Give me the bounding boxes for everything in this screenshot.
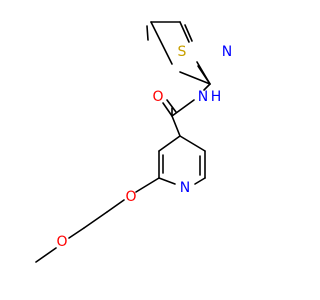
methoxyethoxy-chain (35, 177, 160, 263)
structure-canvas: O N H S N N O O (35, 21, 232, 263)
atom-label-amide-nitrogen: N (198, 89, 208, 105)
atom-label-amide-hydrogen: H (211, 89, 222, 105)
bond (184, 24, 193, 42)
atom-label-pyridine-nitrogen: N (180, 180, 190, 196)
atom-label-methoxy-oxygen: O (56, 234, 67, 250)
bond (194, 177, 206, 185)
pyridine-ring (158, 135, 206, 185)
bond (179, 71, 211, 85)
bond (106, 199, 125, 213)
atom-label-thiazole-sulfur: S (178, 44, 187, 60)
amide-group (162, 83, 211, 137)
bond (146, 25, 149, 41)
bond (179, 135, 206, 152)
bond (150, 21, 173, 65)
bond (158, 177, 176, 185)
bond (68, 227, 85, 239)
bond (197, 65, 211, 85)
atom-label-carbonyl-oxygen: O (152, 89, 163, 105)
bond (179, 21, 190, 43)
bond (35, 247, 57, 263)
bond (171, 99, 195, 117)
thiazole-ring (146, 21, 211, 85)
bond (166, 99, 177, 113)
bond (135, 177, 160, 193)
atom-label-ether-oxygen: O (125, 189, 136, 205)
bond (158, 135, 181, 152)
bond (203, 83, 211, 91)
molecule-drawing: O N H S N N O O (35, 21, 232, 263)
bond (162, 102, 173, 117)
bond (83, 211, 108, 229)
bond (171, 115, 181, 137)
atom-label-thiazole-nitrogen: N (222, 44, 232, 60)
